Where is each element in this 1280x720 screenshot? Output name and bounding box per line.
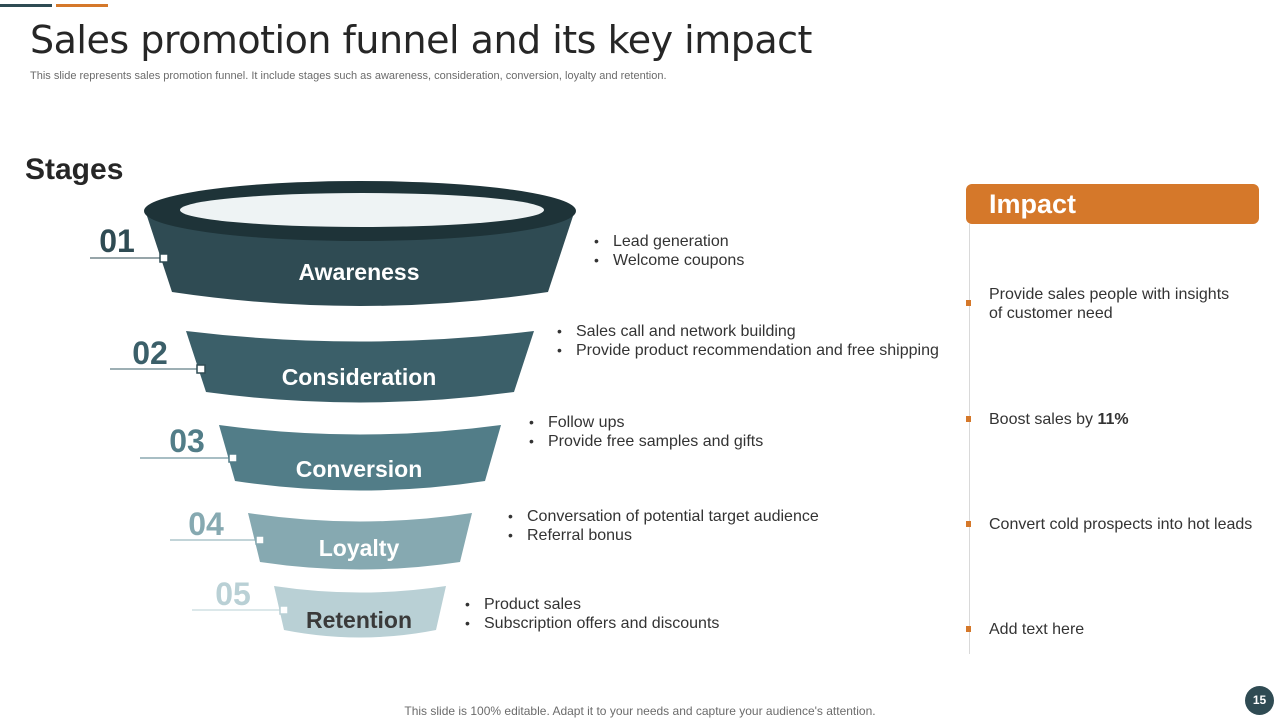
stage-details-awareness: Lead generation Welcome coupons [594,232,744,270]
sales-funnel-diagram: Awareness 01 Consideration 02 Conversion… [90,181,576,638]
funnel-stage-awareness: Awareness 01 [90,181,576,306]
stage-details-consideration: Sales call and network building Provide … [557,322,939,360]
funnel-segment-loyalty [248,513,472,570]
stage-number-04: 04 [188,506,224,542]
list-item: Referral bonus [508,526,819,545]
bullet-marker-icon [966,521,971,527]
stage-label-retention: Retention [306,607,412,633]
slide-title: Sales promotion funnel and its key impac… [30,18,812,62]
funnel-stage-retention: Retention 05 [192,576,446,638]
bullet-marker-icon [966,300,971,306]
list-item: Provide product recommendation and free … [557,341,939,360]
funnel-segment-conversion [219,425,501,491]
list-item: Sales call and network building [557,322,939,341]
impact-item-text: Convert cold prospects into hot leads [989,516,1253,533]
impact-item-text-bold: 11% [1097,411,1129,428]
list-item: Provide free samples and gifts [529,432,763,451]
slide-subtitle: This slide represents sales promotion fu… [30,70,667,82]
list-item: Conversation of potential target audienc… [508,507,819,526]
stage-connector-node [196,364,206,374]
funnel-segment-retention [274,586,446,638]
stage-label-awareness: Awareness [298,259,419,285]
stage-number-01: 01 [99,223,135,259]
funnel-stage-loyalty: Loyalty 04 [170,506,472,570]
page-number-badge: 15 [1245,686,1274,715]
stages-heading: Stages [25,153,124,186]
list-item: Follow ups [529,413,763,432]
stage-label-loyalty: Loyalty [319,535,400,561]
impact-item-text: Boost sales by 11% [989,410,1259,429]
stage-connector-node [159,253,169,263]
impact-header: Impact [966,184,1259,224]
stage-connector-node [279,605,289,615]
stage-number-02: 02 [132,335,168,371]
impact-item-text-plain: Boost sales by [989,411,1098,428]
funnel-stage-conversion: Conversion 03 [140,423,501,491]
footer-note: This slide is 100% editable. Adapt it to… [404,704,876,718]
list-item: Welcome coupons [594,251,744,270]
impact-divider-line [969,224,970,654]
list-item: Product sales [465,595,719,614]
stage-details-conversion: Follow ups Provide free samples and gift… [529,413,763,451]
stage-number-05: 05 [215,576,251,612]
funnel-segment-consideration [186,331,534,403]
top-accent-bar-orange [56,4,108,7]
bullet-marker-icon [966,626,971,632]
top-accent-bar-dark [0,4,52,7]
impact-item-text: Provide sales people with insights of cu… [989,286,1230,322]
stage-label-conversion: Conversion [296,456,423,482]
stage-connector-node [255,535,265,545]
stage-number-03: 03 [169,423,205,459]
stage-details-loyalty: Conversation of potential target audienc… [508,507,819,545]
funnel-opening [180,193,544,227]
list-item: Subscription offers and discounts [465,614,719,633]
stage-label-consideration: Consideration [282,364,437,390]
impact-item-text: Add text here [989,621,1085,638]
list-item: Lead generation [594,232,744,251]
bullet-marker-icon [966,416,971,422]
impact-heading: Impact [989,189,1077,219]
stage-details-retention: Product sales Subscription offers and di… [465,595,719,633]
stage-connector-node [228,453,238,463]
funnel-stage-consideration: Consideration 02 [110,331,534,403]
